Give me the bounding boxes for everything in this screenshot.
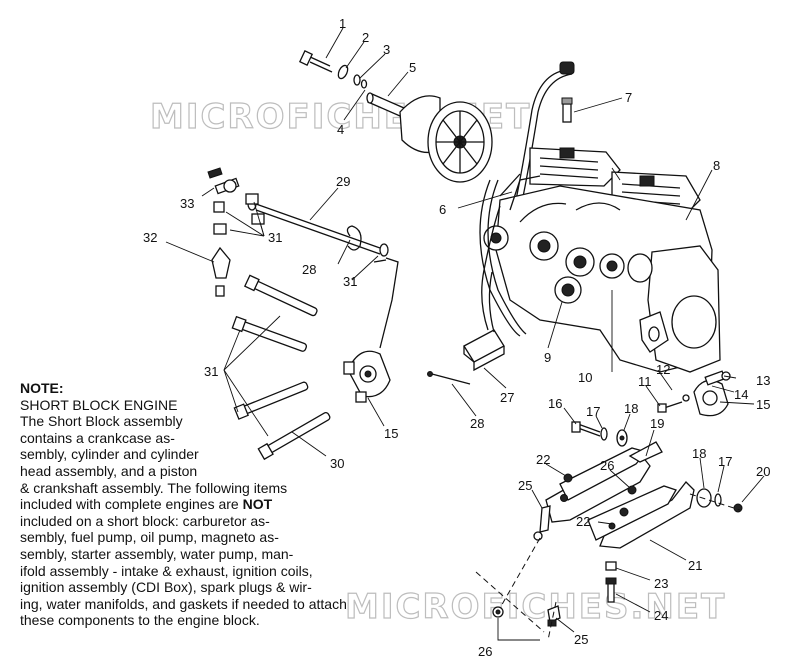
callout-18b: 18	[692, 446, 706, 461]
note-line: sembly, starter assembly, water pump, ma…	[20, 545, 294, 562]
callout-28b: 28	[470, 416, 484, 431]
callout-15a: 15	[384, 426, 398, 441]
note-line: & crankshaft assembly. The following ite…	[20, 479, 288, 496]
callout-24: 24	[654, 608, 668, 623]
callout-26b: 26	[478, 644, 492, 659]
note-line: head assembly, and a piston	[20, 462, 198, 479]
note-line: these components to the engine block.	[20, 612, 260, 629]
water-pump-assembly	[657, 370, 731, 417]
callout-14: 14	[734, 387, 748, 402]
callout-11: 11	[638, 374, 652, 389]
callout-25b: 25	[574, 632, 588, 647]
note-line-text: included with complete engines are	[20, 496, 243, 513]
callout-28a: 28	[302, 262, 316, 277]
note-line: included with complete engines are NOT	[20, 496, 390, 513]
callout-10: 10	[578, 370, 592, 385]
callout-3: 3	[383, 42, 390, 57]
note-line: ifold assembly - intake & exhaust, ignit…	[20, 562, 313, 579]
callout-18a: 18	[624, 401, 638, 416]
callout-31a: 31	[268, 230, 282, 245]
callout-5: 5	[409, 60, 416, 75]
leader-lines	[165, 27, 765, 633]
callout-22b: 22	[576, 514, 590, 529]
callout-21: 21	[688, 558, 702, 573]
callout-4: 4	[337, 122, 344, 137]
callout-2: 2	[362, 30, 369, 45]
callout-32: 32	[143, 230, 157, 245]
callout-1: 1	[339, 16, 346, 31]
callout-17a: 17	[586, 404, 600, 419]
callout-22a: 22	[536, 452, 550, 467]
note-line: ing, water manifolds, and gaskets if nee…	[20, 595, 347, 612]
note-line: sembly, cylinder and cylinder	[20, 446, 199, 463]
callout-17b: 17	[718, 454, 732, 469]
mount-hardware-left	[571, 421, 628, 447]
callout-31c: 31	[204, 364, 218, 379]
callout-9: 9	[544, 350, 551, 365]
callout-13: 13	[756, 373, 770, 388]
callout-27: 27	[500, 390, 514, 405]
callout-16: 16	[548, 396, 562, 411]
drive-pulley	[399, 95, 493, 183]
note-line: SHORT BLOCK ENGINE	[20, 396, 178, 413]
callout-29: 29	[336, 174, 350, 189]
callout-12: 12	[656, 362, 670, 377]
engine-mount-brackets	[475, 441, 743, 641]
engine-assembly	[479, 147, 721, 373]
callout-6: 6	[439, 202, 446, 217]
watermark-bottom: MICROFICHES.NET	[345, 587, 726, 627]
callout-19: 19	[650, 416, 664, 431]
callout-23: 23	[654, 576, 668, 591]
callout-31b: 31	[343, 274, 357, 289]
note-line: included on a short block: carburetor as…	[20, 512, 270, 529]
callout-7: 7	[625, 90, 632, 105]
note-emphasis: NOT	[242, 496, 273, 513]
note-line: ignition assembly (CDI Box), spark plugs…	[20, 579, 312, 596]
spark-plug-wire	[515, 61, 575, 203]
callout-8: 8	[713, 158, 720, 173]
oil-line-assembly	[207, 167, 399, 461]
callout-26a: 26	[600, 458, 614, 473]
callout-15b: 15	[756, 397, 770, 412]
callout-33: 33	[180, 196, 194, 211]
short-block-note: NOTE: SHORT BLOCK ENGINE The Short Block…	[20, 380, 390, 629]
callout-30: 30	[330, 456, 344, 471]
note-line: The Short Block assembly	[20, 413, 183, 430]
pulley-bolt-assembly	[298, 50, 405, 117]
note-line: sembly, fuel pump, oil pump, magneto as-	[20, 529, 279, 546]
callout-25a: 25	[518, 478, 532, 493]
callout-20: 20	[756, 464, 770, 479]
cdi-box	[427, 205, 505, 385]
note-line: contains a crankcase as-	[20, 429, 175, 446]
callout-numbers: 1 2 3 4 5 7 6 8 29 33 32 31 28 31 9 31 1…	[143, 16, 770, 659]
note-title: NOTE:	[20, 380, 64, 396]
